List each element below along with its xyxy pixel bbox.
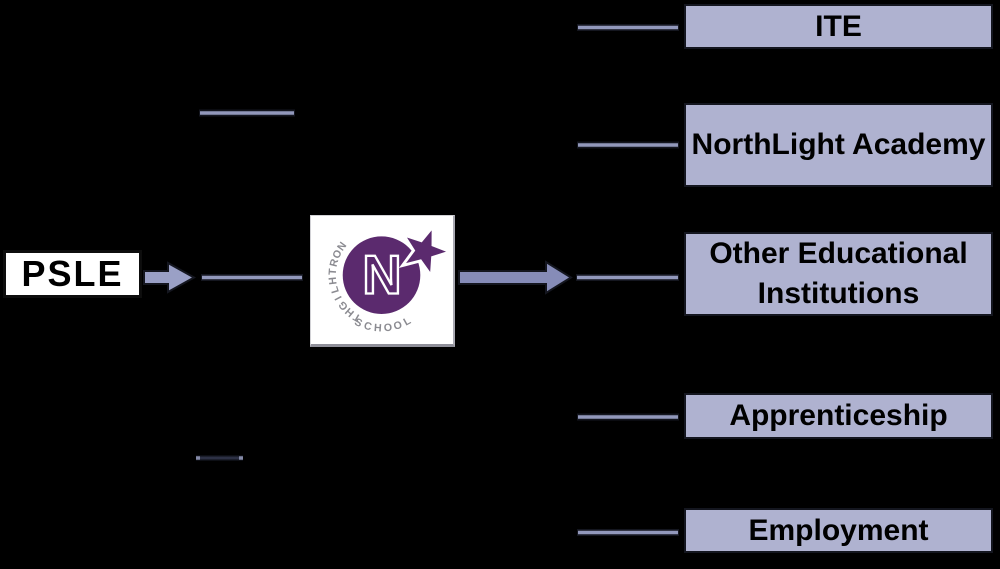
outcome-label: Other Educational Institutions [709, 237, 968, 310]
svg-text:T: T [327, 268, 339, 276]
school-flow-arrow-icon [458, 260, 573, 295]
star-icon [398, 222, 453, 281]
outcome-box-apprenticeship: Apprenticeship [684, 393, 993, 439]
outcome-box-ite: ITE [684, 4, 993, 49]
svg-text:H: H [327, 276, 340, 285]
outcome-box-other-educational-institutions: Other Educational Institutions [684, 232, 993, 316]
outcome-label: Employment [748, 513, 929, 547]
svg-text:C: C [362, 320, 373, 334]
outcome-box-northlight-academy: NorthLight Academy [684, 103, 993, 187]
svg-text:I: I [333, 294, 345, 302]
svg-text:S: S [352, 316, 364, 330]
logo-circle [342, 236, 421, 314]
psle-flow-arrow-icon [143, 261, 197, 294]
svg-text:L: L [328, 284, 342, 294]
psle-label: PSLE [21, 253, 124, 294]
outcome-label: Apprenticeship [729, 399, 948, 433]
logo-letter-n: N [362, 245, 401, 306]
outcome-box-employment: Employment [684, 508, 993, 553]
outcome-label: ITE [815, 9, 862, 43]
svg-text:O: O [392, 319, 404, 333]
outcome-label: NorthLight Academy [691, 128, 986, 162]
svg-text:O: O [383, 322, 393, 335]
psle-box: PSLE [3, 250, 142, 298]
svg-text:L: L [402, 315, 414, 329]
svg-text:H: H [374, 322, 383, 335]
svg-text:R: R [328, 257, 342, 268]
